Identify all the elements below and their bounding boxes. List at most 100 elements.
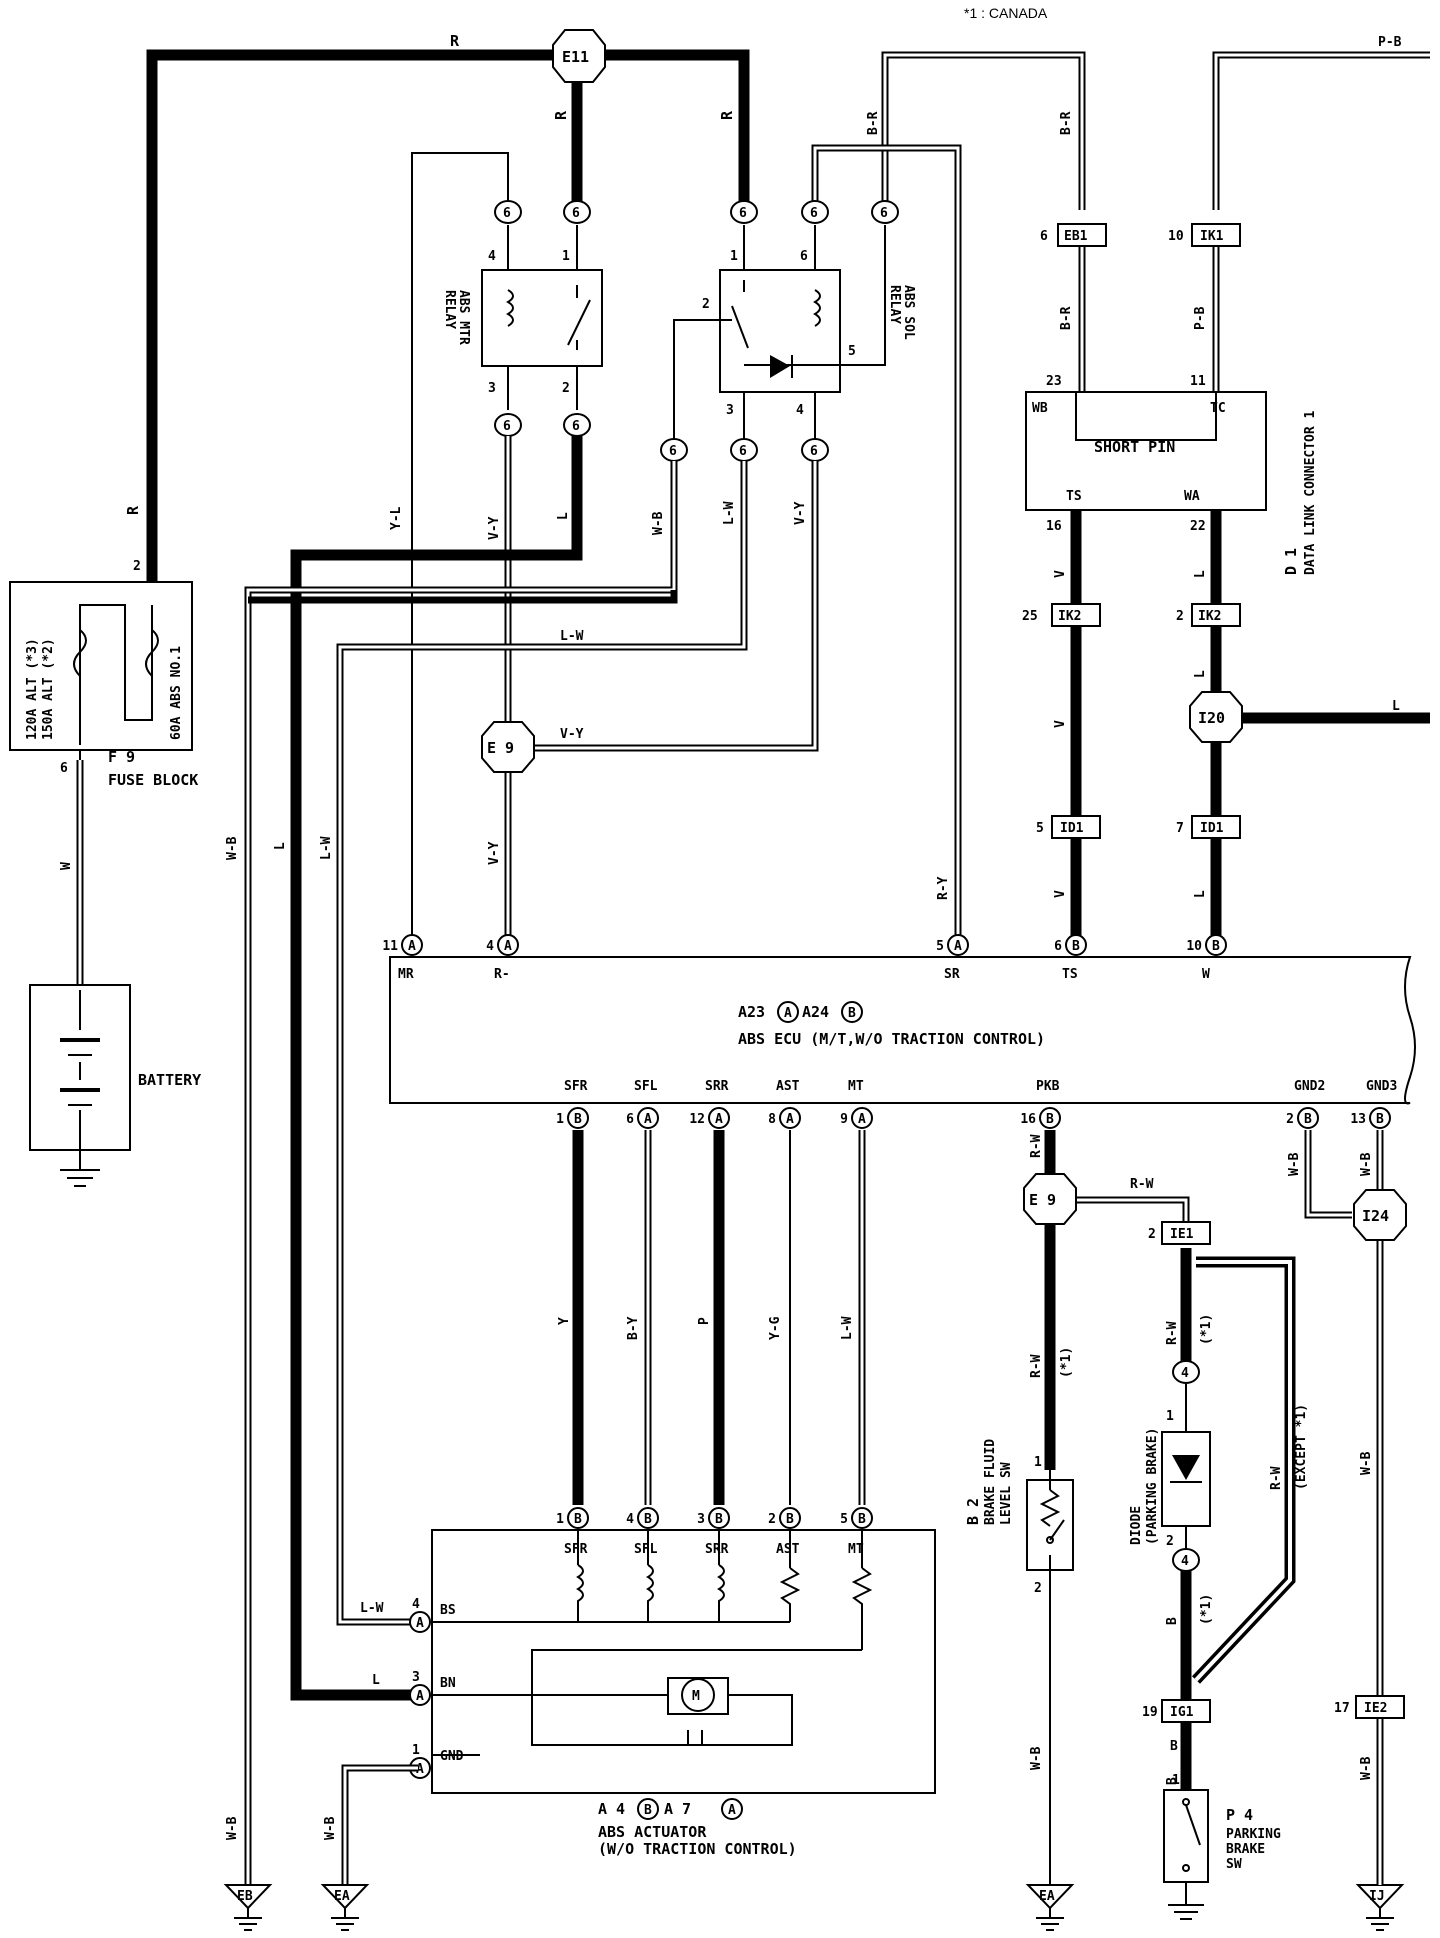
- pin-name: R-: [494, 967, 510, 982]
- ig1-pin: 19: [1142, 1705, 1158, 1720]
- actuator-name: ABS ACTUATOR: [598, 1823, 707, 1841]
- wire-label-ry: R-Y: [936, 876, 951, 900]
- pin-name: GND3: [1366, 1079, 1397, 1094]
- pin-connector-letter: A: [954, 939, 962, 954]
- svg-text:BN: BN: [440, 1676, 456, 1691]
- wire-label-y: Y: [557, 1317, 572, 1325]
- wire-label-yl: Y-L: [389, 506, 404, 530]
- sol-pin-4: 4: [796, 403, 804, 418]
- svg-text:6: 6: [669, 444, 677, 459]
- parking-brake-sw: [1163, 1789, 1209, 1920]
- dlc-wb: WB: [1032, 401, 1048, 416]
- actuator-ground-wire: [341, 1764, 418, 1885]
- pin-number: 2: [1286, 1112, 1294, 1127]
- pin-connector-letter: B: [858, 1512, 866, 1527]
- ecu-ref-b-letter: B: [848, 1006, 856, 1021]
- svg-text:A: A: [416, 1762, 424, 1777]
- dlc-pin-23: 23: [1046, 374, 1062, 389]
- pin-number: 5: [840, 1512, 848, 1527]
- pin-name: SRR: [705, 1542, 729, 1557]
- wire-label-lw: L-W: [319, 836, 334, 860]
- pin-connector-letter: B: [574, 1112, 582, 1127]
- svg-text:IK2: IK2: [1198, 609, 1221, 624]
- connector-ik2-a: IK2: [1051, 603, 1101, 627]
- pin-connector-letter: A: [408, 939, 416, 954]
- pin-connector-letter: A: [715, 1112, 723, 1127]
- sol-relay-label-2: RELAY: [887, 285, 902, 324]
- wire-label-vy: V-Y: [487, 516, 502, 540]
- ie1-pin: 2: [1148, 1227, 1156, 1242]
- sol-pin-3: 3: [726, 403, 734, 418]
- pin-connector-letter: B: [574, 1512, 582, 1527]
- wire-label-wb: W-B: [651, 511, 666, 535]
- wire-label-rw: R-W: [1029, 1354, 1044, 1378]
- diode-label-2: (PARKING BRAKE): [1145, 1428, 1160, 1545]
- pin-name: TS: [1062, 967, 1078, 982]
- wire-label-v: V: [1053, 570, 1068, 578]
- actuator-ref-a7: A 7: [664, 1800, 691, 1818]
- pin-connector-letter: A: [644, 1112, 652, 1127]
- brake-fluid-note: (*1): [1059, 1347, 1074, 1378]
- pin-number: 4: [626, 1512, 634, 1527]
- svg-text:6: 6: [810, 206, 818, 221]
- ecu-ref-b-circle: [841, 1001, 863, 1023]
- relay-feed-wires: [411, 144, 962, 945]
- id1-a-pin: 5: [1036, 821, 1044, 836]
- brake-fluid-pin-2: 2: [1034, 1581, 1042, 1596]
- junction-row-mid: 6 6 6 6 6: [494, 413, 829, 462]
- ground-symbol: EA: [1025, 1884, 1075, 1931]
- ecu-pin: A4R-: [486, 934, 519, 982]
- svg-text:E11: E11: [562, 48, 589, 66]
- fuse-block-f9: [9, 581, 193, 760]
- pin-name: SRR: [705, 1079, 729, 1094]
- mtr-relay-label: ABS MTR: [456, 290, 471, 345]
- motor-symbol: M: [692, 1689, 700, 1704]
- wire-label-rw: R-W: [1165, 1321, 1180, 1345]
- ground-wires-right: [1304, 1130, 1384, 1885]
- ik1-pin: 10: [1168, 229, 1184, 244]
- brake-fluid-id: B 2: [964, 1498, 982, 1525]
- sol-pin-6: 6: [800, 249, 808, 264]
- wire-label-br: B-R: [866, 111, 881, 135]
- svg-text:A: A: [416, 1616, 424, 1631]
- diode-except-note: (EXCEPT *1): [1294, 1404, 1309, 1490]
- pin-connector-letter: A: [858, 1112, 866, 1127]
- wire-label-wb: W-B: [1029, 1746, 1044, 1770]
- wire-label-wb: W-B: [1359, 1756, 1374, 1780]
- svg-text:IG1: IG1: [1170, 1705, 1194, 1720]
- parking-brake-id: P 4: [1226, 1806, 1253, 1824]
- pin-connector-letter: B: [786, 1512, 794, 1527]
- wire-label-wb: W-B: [225, 836, 240, 860]
- pin-connector-letter: B: [1212, 939, 1220, 954]
- wire-label-wb: W-B: [1287, 1152, 1302, 1176]
- pin-connector-letter: B: [1046, 1112, 1054, 1127]
- parking-brake-pin-1: 1: [1172, 1773, 1180, 1788]
- pin-name: AST: [776, 1079, 800, 1094]
- abs-actuator: [431, 1529, 936, 1794]
- pin-number: 3: [697, 1512, 705, 1527]
- svg-text:IE2: IE2: [1364, 1701, 1387, 1716]
- wire-label-vy: V-Y: [793, 501, 808, 525]
- ik2-a-pin: 25: [1022, 609, 1038, 624]
- svg-text:ID1: ID1: [1200, 821, 1224, 836]
- ecu-ref-a-circle: [777, 1001, 799, 1023]
- pin-name: SFL: [634, 1542, 658, 1557]
- wire-label-v: V: [1053, 720, 1068, 728]
- svg-text:E 9: E 9: [1029, 1191, 1056, 1209]
- abs-mtr-relay: [481, 225, 603, 410]
- ecu-actuator-wires: [572, 1130, 866, 1505]
- fuse-pin-2: 2: [133, 559, 141, 574]
- wire-label-wb: W-B: [225, 1816, 240, 1840]
- pin-name: SR: [944, 967, 960, 982]
- ground-symbol: EB: [223, 1884, 273, 1931]
- brake-fluid-label-2: LEVEL SW: [999, 1462, 1014, 1525]
